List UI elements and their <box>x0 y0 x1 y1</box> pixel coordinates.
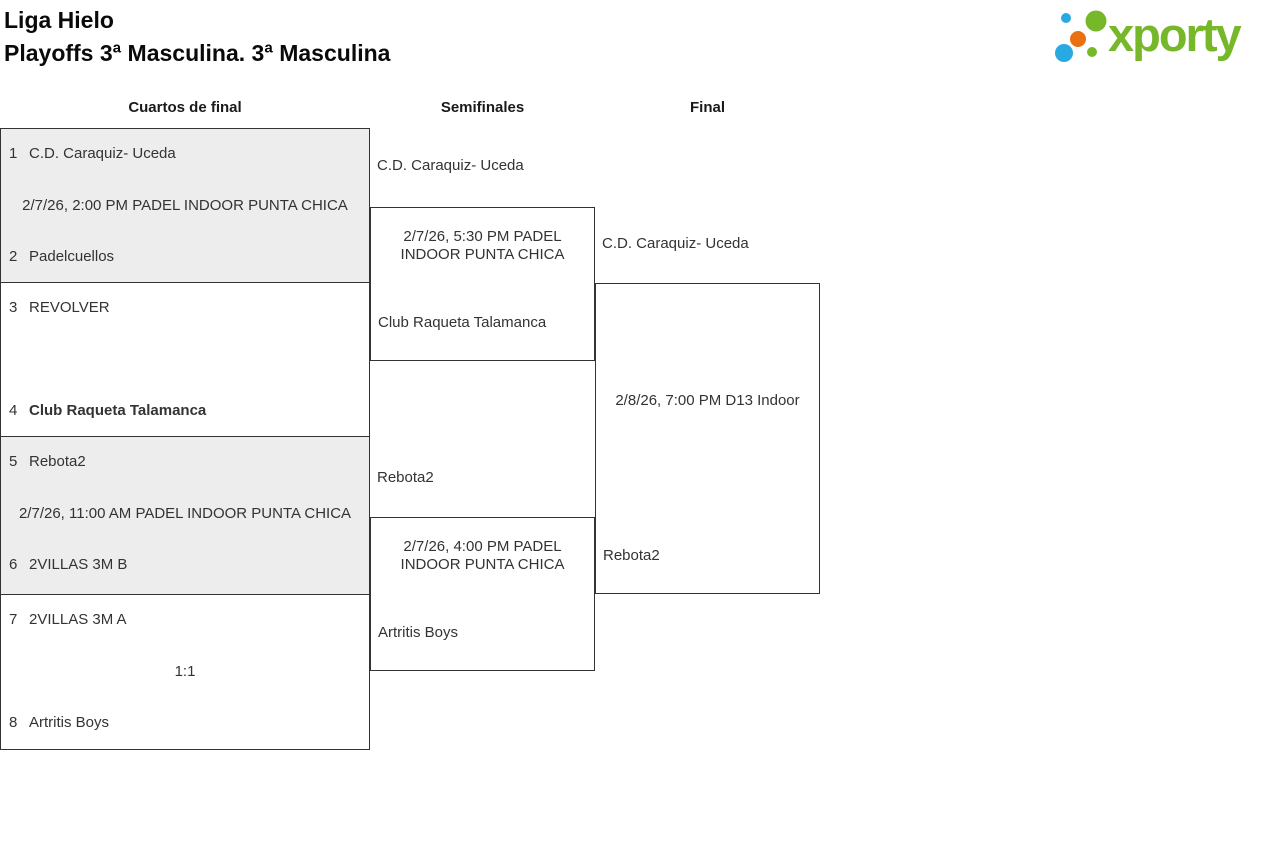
team-row: 6 2VILLAS 3M B <box>1 555 369 575</box>
team-name[interactable]: 2VILLAS 3M B <box>29 556 128 573</box>
team-name[interactable]: Padelcuellos <box>29 248 115 265</box>
qf-match-4: 7 2VILLAS 3M A 1:1 8 Artritis Boys <box>0 595 370 750</box>
match-info: 2/7/26, 11:00 AM PADEL INDOOR PUNTA CHIC… <box>18 505 352 522</box>
seed-number: 3 <box>9 299 18 316</box>
round-header-final: Final <box>689 99 725 116</box>
team-name[interactable]: Artritis Boys <box>378 624 459 641</box>
team-name[interactable]: Rebota2 <box>29 453 86 470</box>
seed-number: 5 <box>9 453 18 470</box>
team-name[interactable]: Rebota2 <box>603 547 660 564</box>
qf-match-3: 5 Rebota2 2/7/26, 11:00 AM PADEL INDOOR … <box>0 437 370 595</box>
team-name[interactable]: Artritis Boys <box>29 714 110 731</box>
seed-number: 1 <box>9 145 18 162</box>
title-competition: Playoffs 3ª Masculina. 3ª Masculina <box>4 40 391 66</box>
sf-match-2: 2/7/26, 4:00 PM PADEL INDOOR PUNTA CHICA… <box>370 517 595 671</box>
team-row: 2 Padelcuellos <box>1 247 369 267</box>
team-name[interactable]: C.D. Caraquiz- Uceda <box>602 235 749 252</box>
xporty-dots-icon <box>1055 10 1107 62</box>
team-name[interactable]: 2VILLAS 3M A <box>29 611 127 628</box>
team-name[interactable]: Club Raqueta Talamanca <box>29 402 207 419</box>
round-header-quarterfinals: Cuartos de final <box>128 99 242 116</box>
qf-match-2: 3 REVOLVER 4 Club Raqueta Talamanca <box>0 283 370 437</box>
match-info: 2/8/26, 7:00 PM D13 Indoor <box>615 392 800 409</box>
title-league: Liga Hielo <box>4 7 114 33</box>
team-row: 1 C.D. Caraquiz- Uceda <box>1 144 369 164</box>
xporty-wordmark: xporty <box>1108 8 1242 61</box>
match-info: 2/7/26, 2:00 PM PADEL INDOOR PUNTA CHICA <box>22 197 348 214</box>
match-info: 2/7/26, 5:30 PM PADEL INDOOR PUNTA CHICA <box>400 228 565 263</box>
final-match: 2/8/26, 7:00 PM D13 Indoor Rebota2 <box>595 283 820 594</box>
match-info <box>1 350 369 370</box>
team-name[interactable]: Rebota2 <box>377 469 434 486</box>
team-name[interactable]: C.D. Caraquiz- Uceda <box>377 157 524 174</box>
sf-match-1: 2/7/26, 5:30 PM PADEL INDOOR PUNTA CHICA… <box>370 207 595 361</box>
match-score: 1:1 <box>174 663 196 680</box>
team-row: 7 2VILLAS 3M A <box>1 610 369 630</box>
seed-number: 8 <box>9 714 18 731</box>
seed-number: 6 <box>9 556 18 573</box>
team-row: 8 Artritis Boys <box>1 713 369 733</box>
xporty-logo[interactable]: xporty <box>1048 6 1278 68</box>
team-name[interactable]: C.D. Caraquiz- Uceda <box>29 145 176 162</box>
seed-number: 2 <box>9 248 18 265</box>
team-row: 5 Rebota2 <box>1 452 369 472</box>
team-name[interactable]: REVOLVER <box>29 299 110 316</box>
page-title: Liga Hielo Playoffs 3ª Masculina. 3ª Mas… <box>4 4 390 70</box>
team-row: 3 REVOLVER <box>1 298 369 318</box>
qf-match-1: 1 C.D. Caraquiz- Uceda 2/7/26, 2:00 PM P… <box>0 128 370 283</box>
team-name[interactable]: Club Raqueta Talamanca <box>378 314 547 331</box>
round-header-semifinals: Semifinales <box>440 99 525 116</box>
seed-number: 7 <box>9 611 18 628</box>
seed-number: 4 <box>9 402 18 419</box>
team-row: 4 Club Raqueta Talamanca <box>1 401 369 421</box>
match-info: 2/7/26, 4:00 PM PADEL INDOOR PUNTA CHICA <box>400 538 565 573</box>
